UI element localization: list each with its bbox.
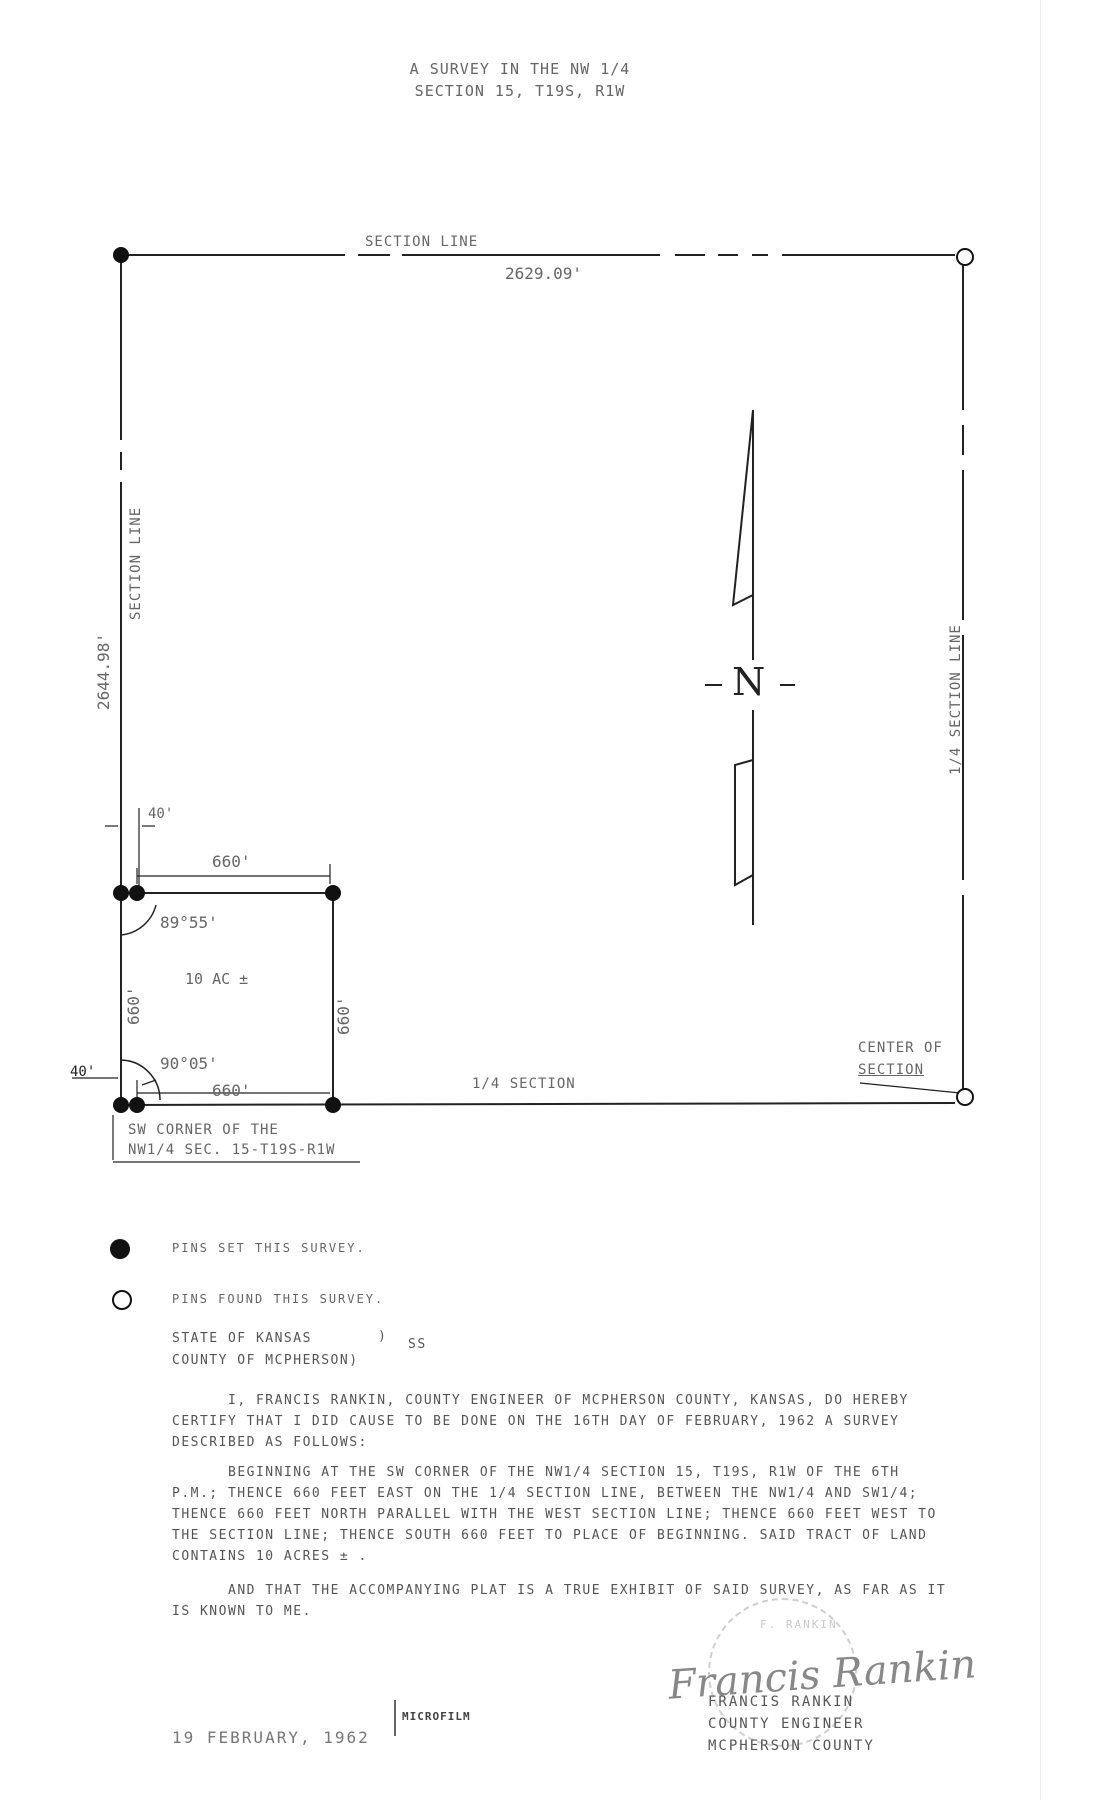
pin-set [113, 885, 129, 901]
venue-county: COUNTY OF MCPHERSON) [172, 1353, 359, 1368]
legend-pins-set: PINS SET THIS SURVEY. [172, 1241, 366, 1255]
signature-title: COUNTY ENGINEER [708, 1716, 865, 1732]
venue-state: STATE OF KANSAS [172, 1331, 312, 1346]
certificate-paragraph-2: BEGINNING AT THE SW CORNER OF THE NW1/4 … [172, 1465, 937, 1564]
seal-text: F. RANKIN [760, 1618, 838, 1631]
north-arrow-letter: N [732, 660, 766, 704]
tract-top-dim: 660' [212, 852, 251, 871]
north-line-distance: 2629.09' [505, 264, 583, 283]
sw-corner-label-line2: NW1/4 SEC. 15-T19S-R1W [128, 1142, 336, 1158]
legend-pins-found: PINS FOUND THIS SURVEY. [172, 1292, 385, 1306]
pin-set [129, 885, 145, 901]
certificate-paragraph-1: I, FRANCIS RANKIN, COUNTY ENGINEER OF MC… [172, 1393, 909, 1450]
south-line [120, 1102, 956, 1106]
north-arrow-icon [705, 409, 795, 925]
page-edge [1040, 0, 1041, 1800]
south-line-label: 1/4 SECTION [472, 1076, 576, 1092]
tract-area: 10 AC ± [185, 970, 249, 988]
west-line-distance: 2644.98' [94, 632, 113, 710]
pin-set-nw-corner [113, 247, 129, 263]
stamp-mark [394, 1700, 396, 1736]
signature-name: FRANCIS RANKIN [708, 1694, 855, 1710]
offset-bottom-dim: 40' [70, 1064, 96, 1080]
microfilm-stamp: MICROFILM [402, 1710, 471, 1723]
pin-set [325, 885, 341, 901]
survey-title-line1: A SURVEY IN THE NW 1/4 [409, 60, 631, 78]
pin-set [325, 1097, 341, 1113]
tract-bottom-dim: 660' [212, 1081, 251, 1100]
signature-county: MCPHERSON COUNTY [708, 1738, 875, 1754]
angle-top: 89°55' [160, 913, 218, 932]
engineer-seal: F. RANKIN [708, 1598, 857, 1747]
sw-corner-label-line1: SW CORNER OF THE [128, 1122, 279, 1138]
tract-right-dim: 660' [334, 996, 353, 1035]
east-line-label: 1/4 SECTION LINE [948, 624, 964, 775]
north-line-label: SECTION LINE [365, 234, 479, 250]
pins-set [113, 247, 341, 1113]
west-line-label: SECTION LINE [128, 506, 144, 620]
tract-left-dim: 660' [124, 986, 143, 1025]
survey-title-line2: SECTION 15, T19S, R1W [414, 82, 626, 100]
center-label-line2: SECTION [858, 1062, 925, 1078]
survey-plat [72, 247, 974, 1163]
certificate-paragraph-3: AND THAT THE ACCOMPANYING PLAT IS A TRUE… [172, 1583, 947, 1619]
pin-set [113, 1097, 129, 1113]
pins-found [956, 248, 974, 1106]
pin-set-legend-icon [110, 1239, 130, 1259]
pin-found-legend-icon [112, 1290, 132, 1310]
pin-found-center [956, 1088, 974, 1106]
angle-bottom: 90°05' [160, 1054, 218, 1073]
document-date: 19 FEBRUARY, 1962 [172, 1728, 370, 1747]
venue-ss: SS [408, 1337, 427, 1352]
offset-top-dim: 40' [148, 806, 174, 822]
pin-set [129, 1097, 145, 1113]
center-label-line1: CENTER OF [858, 1040, 943, 1056]
venue-paren: ) [378, 1329, 388, 1344]
pin-found-ne-corner [956, 248, 974, 266]
